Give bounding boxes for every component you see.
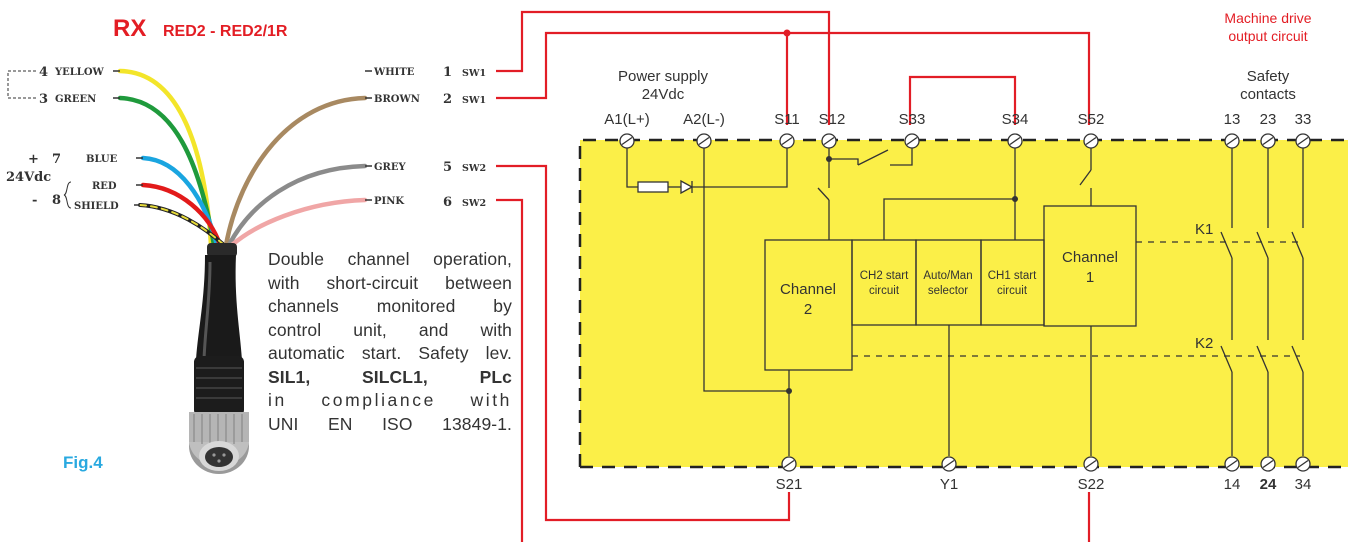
wire-num-8: 8	[52, 193, 61, 208]
wire-num-3: 3	[39, 92, 48, 107]
terminal-13: 13	[1224, 111, 1241, 128]
internal-circuit	[626, 148, 1092, 456]
terminal-14: 14	[1224, 476, 1241, 493]
terminal-34: 34	[1295, 476, 1312, 493]
auto-man-label-2: selector	[928, 285, 968, 297]
power-supply-label-1: Power supply	[618, 68, 709, 85]
ch1-start-label-1: CH1 start	[988, 270, 1037, 282]
figure-label: Fig.4	[63, 453, 103, 472]
channel2-label-1: Channel	[780, 281, 836, 298]
desc-line-7: UNI EN ISO 13849-1.	[268, 413, 512, 434]
terminal-a2: A2(L-)	[683, 111, 725, 128]
desc-line-4: control unit, and with	[268, 319, 512, 340]
wire-sw-2: SW1	[462, 95, 486, 106]
control-unit-panel	[580, 140, 1348, 467]
right-wire-labels: WHITE 1 SW1 BROWN 2 SW1 GREY 5 SW2 PINK …	[365, 65, 486, 210]
ch2-start-label-1: CH2 start	[860, 270, 909, 282]
wire-num-6: 6	[443, 195, 452, 210]
wire-shield	[139, 204, 225, 246]
wire-num-7: 7	[52, 152, 61, 167]
terminal-y1: Y1	[940, 476, 958, 493]
safety-contact-lines	[1220, 148, 1304, 456]
terminal-24: 24	[1260, 476, 1277, 493]
power-voltage: 24Vdc	[6, 170, 51, 185]
wire-brown	[223, 95, 368, 248]
wire-grey	[226, 163, 368, 248]
wire-label-green: GREEN	[55, 94, 96, 105]
machine-drive-label-1: Machine drive	[1224, 10, 1311, 26]
channel-1-box	[1043, 205, 1137, 327]
desc-line-6: in compliance with	[268, 390, 512, 410]
channel2-label-2: 2	[804, 301, 812, 318]
wire-num-2: 2	[443, 92, 452, 107]
terminal-23: 23	[1260, 111, 1277, 128]
relay-k1: K1	[1195, 221, 1213, 238]
left-wire-labels: 4 YELLOW 3 GREEN + 7 BLUE 24Vdc - 8 RED …	[6, 65, 143, 212]
ch2-start-label-2: circuit	[869, 285, 900, 297]
terminal-s33: S33	[899, 111, 926, 128]
desc-line-5: automatic start. Safety lev.	[268, 343, 512, 363]
desc-levels: SIL1, SILCL1, PLc	[268, 366, 512, 390]
channel1-label-2: 1	[1086, 269, 1094, 286]
bottom-terminal-labels: S21 Y1 S22 14 24 34	[776, 476, 1312, 493]
wire-sw-5: SW2	[462, 163, 486, 174]
wire-num-4: 4	[39, 65, 48, 80]
power-plus: +	[28, 152, 39, 167]
channel1-label-1: Channel	[1062, 249, 1118, 266]
wire-red	[140, 182, 223, 248]
terminal-33: 33	[1295, 111, 1312, 128]
m12-connector	[189, 243, 249, 474]
wire-label-white: WHITE	[373, 67, 415, 78]
terminal-s21: S21	[776, 476, 803, 493]
desc-line-1: Double channel operation,	[268, 249, 512, 269]
external-wiring	[496, 10, 1091, 542]
wire-num-5: 5	[443, 160, 452, 175]
wire-label-red: RED	[92, 181, 117, 192]
wire-label-grey: GREY	[374, 162, 406, 173]
machine-drive-label-2: output circuit	[1228, 28, 1307, 44]
wire-label-blue: BLUE	[86, 154, 118, 165]
cable-wires	[117, 68, 368, 248]
level-silcl: SILCL1,	[362, 366, 428, 387]
relay-k2: K2	[1195, 335, 1213, 352]
wire-yellow	[117, 68, 214, 248]
desc-line-3: channels monitored by	[268, 296, 512, 316]
wire-sw-1: SW1	[462, 68, 486, 79]
wire-num-1: 1	[443, 65, 452, 80]
description-text: Double channel operation, with short-cir…	[268, 248, 512, 436]
level-pl: PLc	[479, 366, 512, 387]
desc-line-2: with short-circuit between	[268, 272, 512, 293]
model-code: RX	[113, 15, 146, 42]
wire-label-yellow: YELLOW	[54, 67, 105, 78]
safety-contacts-label-2: contacts	[1240, 86, 1296, 103]
model-variants: RED2 - RED2/1R	[163, 23, 288, 40]
terminal-a1: A1(L+)	[604, 111, 649, 128]
terminal-s11: S11	[774, 111, 800, 128]
ch1-start-label-2: circuit	[997, 285, 1028, 297]
wire-sw-6: SW2	[462, 198, 486, 209]
wire-label-pink: PINK	[374, 196, 404, 207]
terminal-s52: S52	[1078, 111, 1105, 128]
top-terminal-labels: A1(L+) A2(L-) S11 S12 S33 S34 S52 13 23 …	[604, 111, 1311, 128]
function-boxes	[764, 205, 1137, 371]
auto-man-label-1: Auto/Man	[923, 270, 972, 282]
wire-label-shield: SHIELD	[74, 201, 119, 212]
wire-label-brown: BROWN	[374, 94, 420, 105]
safety-contacts-label-1: Safety	[1247, 68, 1290, 85]
terminal-s12: S12	[819, 111, 846, 128]
level-sil: SIL1,	[268, 366, 311, 387]
power-supply-label-2: 24Vdc	[642, 86, 685, 103]
terminal-s22: S22	[1078, 476, 1105, 493]
power-minus: -	[32, 193, 37, 208]
wire-pink	[229, 197, 368, 248]
terminal-s34: S34	[1002, 111, 1029, 128]
